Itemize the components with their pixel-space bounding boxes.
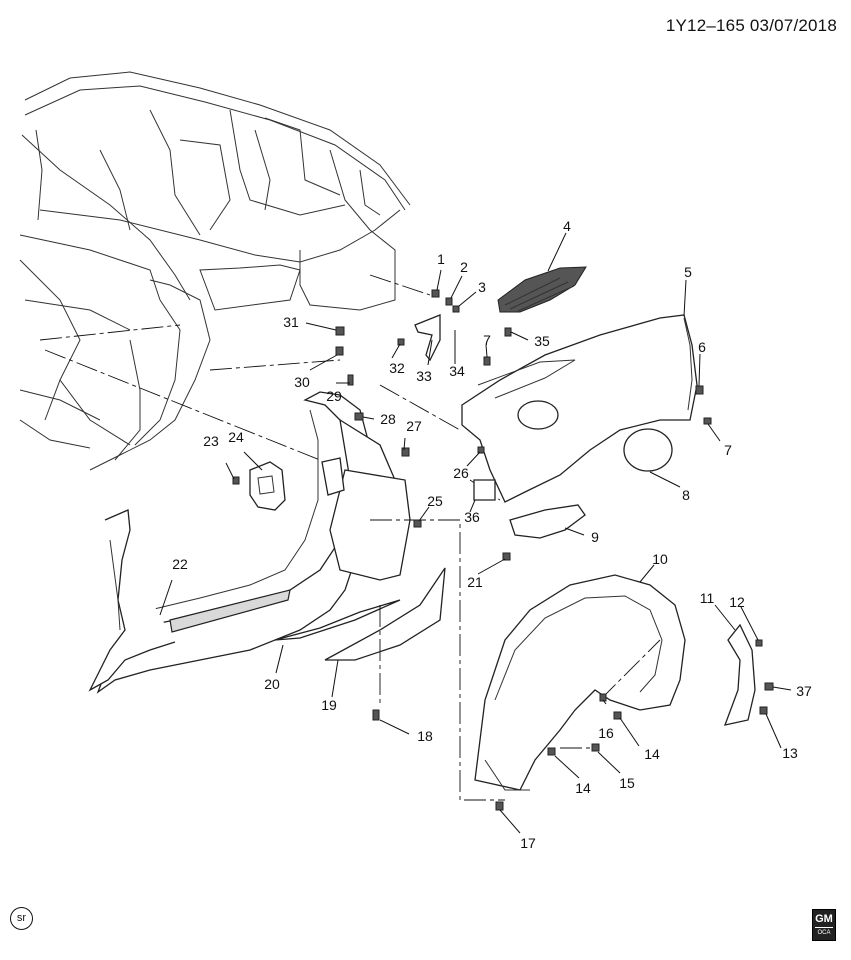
callout-10: 10 xyxy=(652,551,668,567)
callout-2: 2 xyxy=(460,259,468,275)
callout-11: 11 xyxy=(700,590,715,606)
callout-33: 33 xyxy=(416,368,432,384)
fuel-door xyxy=(623,428,673,472)
callout-labels: 1 2 3 4 5 6 7 7 8 9 10 11 12 13 14 14 15… xyxy=(172,218,812,851)
nut-fastener xyxy=(445,297,453,306)
bracket-clip xyxy=(335,326,345,336)
screw-fastener xyxy=(591,743,600,752)
screw-fastener xyxy=(547,747,556,756)
callout-8: 8 xyxy=(682,487,690,503)
callout-12: 12 xyxy=(729,594,745,610)
callout-7b: 7 xyxy=(724,442,732,458)
callout-16: 16 xyxy=(598,725,614,741)
callout-22: 22 xyxy=(172,556,188,572)
bolt-fastener xyxy=(354,412,364,421)
mud-flap xyxy=(723,623,756,726)
fuel-door-opening xyxy=(517,400,559,430)
spacer-block xyxy=(473,479,496,501)
vehicle-body-structure xyxy=(19,71,411,471)
nut-fastener xyxy=(335,346,344,356)
callout-15: 15 xyxy=(619,775,635,791)
air-inlet-grille xyxy=(497,266,587,313)
screw-fastener xyxy=(599,693,607,702)
retainer-fastener xyxy=(495,801,504,811)
gm-logo: GM OCA xyxy=(812,909,836,941)
callout-17: 17 xyxy=(520,835,536,851)
callout-31: 31 xyxy=(283,314,299,330)
diagram-reference-header: 1Y12–165 03/07/2018 xyxy=(665,16,837,35)
retainer-fastener xyxy=(502,552,511,561)
push-pin-fastener xyxy=(483,356,491,366)
callout-14a: 14 xyxy=(644,746,660,762)
callout-13: 13 xyxy=(782,745,798,761)
splash-shield xyxy=(249,461,286,511)
callout-5: 5 xyxy=(684,264,692,280)
callout-34: 34 xyxy=(449,363,465,379)
callout-28: 28 xyxy=(380,411,396,427)
bolt-fastener xyxy=(401,447,410,457)
callout-1: 1 xyxy=(437,251,445,267)
sr-mark: sr xyxy=(10,907,33,930)
callout-24: 24 xyxy=(228,429,244,445)
callout-37: 37 xyxy=(796,683,812,699)
callout-9: 9 xyxy=(591,529,599,545)
rocker-extension xyxy=(324,567,446,661)
callout-32: 32 xyxy=(389,360,405,376)
bolt-fastener xyxy=(452,305,460,313)
callout-21: 21 xyxy=(467,574,483,590)
leader-lines xyxy=(159,232,792,834)
gm-logo-subtext: OCA xyxy=(817,930,831,936)
callout-3: 3 xyxy=(478,279,486,295)
screw-fastener xyxy=(477,446,485,454)
retainer-fastener xyxy=(764,682,774,691)
nut-fastener xyxy=(695,385,704,395)
rocker-molding xyxy=(88,509,176,692)
bolt-fastener xyxy=(413,519,422,528)
callout-19: 19 xyxy=(321,697,337,713)
pillar-lower-panel xyxy=(329,469,411,581)
bracket-fastener xyxy=(431,289,440,298)
screw-fastener xyxy=(613,711,622,720)
rocker-trim-strip xyxy=(169,589,291,633)
screw-fastener xyxy=(372,709,380,721)
callout-4: 4 xyxy=(563,218,571,234)
callout-18: 18 xyxy=(417,728,433,744)
callout-27: 27 xyxy=(406,418,422,434)
push-pin-fastener xyxy=(504,327,512,337)
wheelhouse-liner xyxy=(474,574,686,791)
callout-23: 23 xyxy=(203,433,219,449)
callout-30: 30 xyxy=(294,374,310,390)
callout-7a: 7 xyxy=(483,332,491,348)
callout-36: 36 xyxy=(464,509,480,525)
gm-logo-text: GM xyxy=(815,912,833,928)
callout-25: 25 xyxy=(427,493,443,509)
pillar-pad xyxy=(321,457,345,496)
screw-fastener xyxy=(232,476,240,485)
bumper-filler xyxy=(509,504,586,539)
quarter-panel xyxy=(461,314,698,503)
callout-20: 20 xyxy=(264,676,280,692)
fasteners xyxy=(232,289,774,811)
stud-fastener xyxy=(347,374,354,386)
nut-fastener xyxy=(755,639,763,647)
callout-29: 29 xyxy=(326,388,342,404)
callout-6: 6 xyxy=(698,339,706,355)
callout-35: 35 xyxy=(534,333,550,349)
rocker-seal xyxy=(274,599,401,641)
callout-14b: 14 xyxy=(575,780,591,796)
push-pin-fastener xyxy=(759,706,768,715)
screw-fastener xyxy=(703,417,712,425)
support-bracket xyxy=(414,314,441,362)
screw-fastener xyxy=(397,338,405,346)
callout-26: 26 xyxy=(453,465,469,481)
